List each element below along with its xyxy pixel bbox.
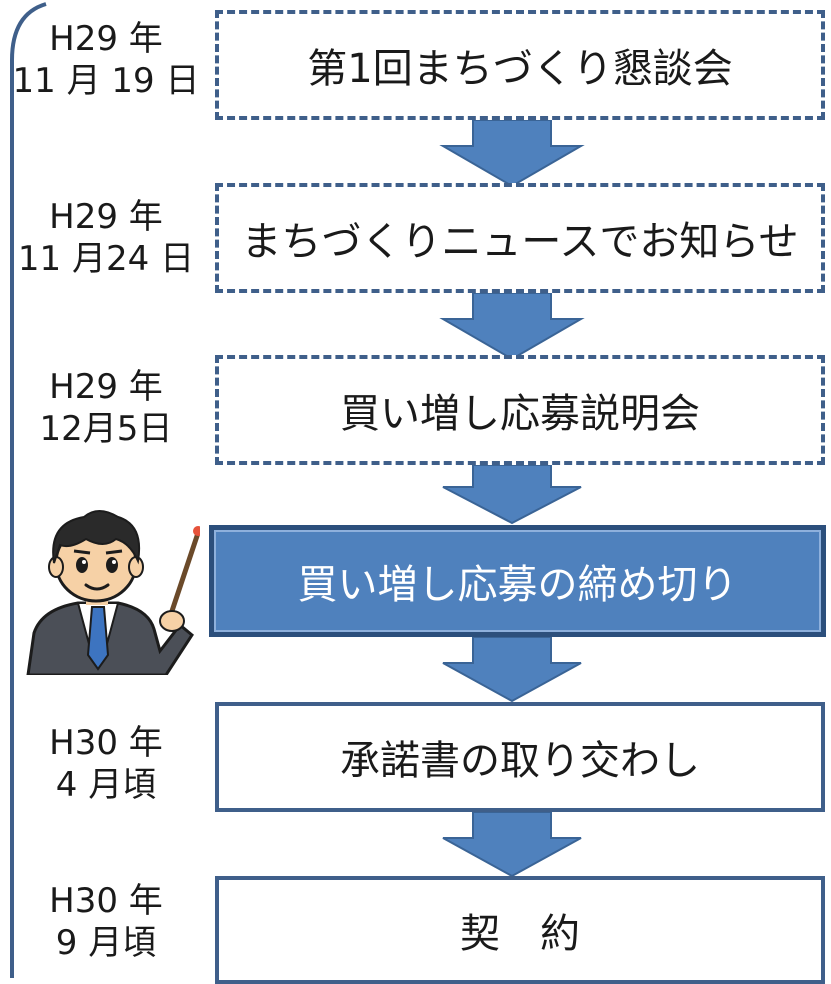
down-arrow-icon [442, 637, 582, 703]
step-label: 承諾書の取り交わし [340, 738, 700, 784]
down-arrow-icon [442, 465, 582, 525]
step-label: 買い増し応募の締め切り [297, 562, 738, 608]
step-box-briefing: 買い増し応募説明会 [215, 355, 825, 465]
step-box-news: まちづくりニュースでお知らせ [215, 183, 825, 293]
step-label: 買い増し応募説明会 [340, 391, 700, 437]
step-box-kondankai: 第1回まちづくり懇談会 [215, 10, 825, 120]
step-label: 第1回まちづくり懇談会 [307, 46, 733, 92]
step-box-deadline: 買い増し応募の締め切り [209, 525, 826, 637]
down-arrow-icon [439, 293, 585, 361]
step-label: 契 約 [460, 911, 580, 957]
step-box-consent: 承諾書の取り交わし [215, 702, 825, 812]
step-box-contract: 契 約 [215, 876, 825, 984]
down-arrow-icon [442, 812, 582, 878]
down-arrow-icon [439, 120, 585, 188]
presenter-with-pointer-icon [26, 510, 200, 675]
step-label: まちづくりニュースでお知らせ [241, 219, 799, 265]
